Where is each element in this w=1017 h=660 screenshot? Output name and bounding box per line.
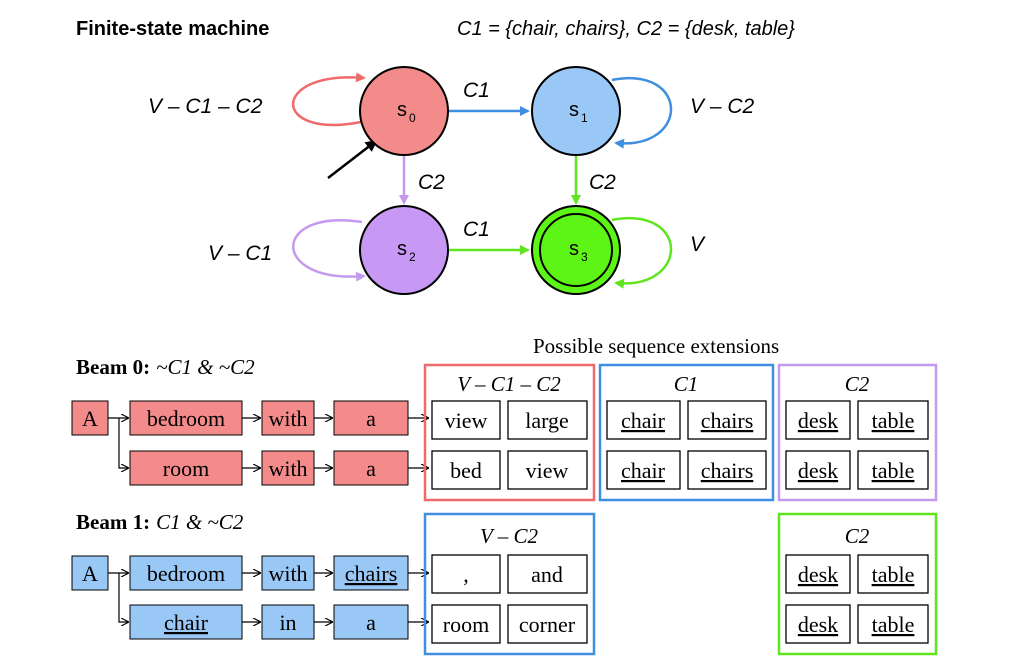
- state-s3-accepting: s 3: [531, 205, 621, 295]
- state-s2-sub: 2: [409, 250, 416, 264]
- candidate: table: [872, 458, 915, 483]
- edge-s0-loop: [292, 72, 366, 127]
- candidate: chairs: [701, 408, 754, 433]
- state-s1-sub: 1: [581, 111, 588, 125]
- beam1-label: Beam 1:C1 & ~C2: [76, 510, 244, 534]
- candidate: chairs: [701, 458, 754, 483]
- candidate: ,: [463, 562, 469, 587]
- state-s3-sub: 3: [581, 250, 588, 264]
- candidate: view: [526, 458, 569, 483]
- edge-s3-loop: [611, 217, 673, 289]
- candidate: table: [872, 408, 915, 433]
- token: a: [366, 406, 376, 431]
- candidate: desk: [798, 612, 838, 637]
- candidate: desk: [798, 458, 838, 483]
- beam0-group-c1: C1 chair chairs chair chairs: [598, 363, 775, 502]
- edge-s1-loop: [611, 77, 673, 149]
- beam0-label-constraint: ~C1 & ~C2: [156, 355, 255, 379]
- token: with: [268, 456, 307, 481]
- edge-s2-loop: [292, 219, 366, 282]
- beam0-group-c2: C2 desk table desk table: [777, 363, 938, 502]
- token: chair: [164, 610, 209, 635]
- candidate: room: [443, 612, 489, 637]
- beam0-group-other: V – C1 – C2 view large bed view: [423, 363, 596, 502]
- candidate: view: [445, 408, 488, 433]
- beam0-label: Beam 0:~C1 & ~C2: [76, 355, 255, 379]
- beam0-row2: room with a: [129, 450, 409, 486]
- token: a: [366, 456, 376, 481]
- candidate: desk: [798, 562, 838, 587]
- candidate: large: [525, 408, 569, 433]
- state-s2-label: s: [397, 238, 407, 260]
- token: with: [268, 406, 307, 431]
- edge-label-s0-s2: C2: [418, 171, 445, 194]
- edge-label-s0-loop: V – C1 – C2: [148, 95, 263, 118]
- group-title: C2: [845, 372, 870, 396]
- candidate: chair: [621, 458, 666, 483]
- start-arrow: [327, 139, 378, 179]
- token: in: [279, 610, 296, 635]
- beam1-row1: A bedroom with chairs: [71, 555, 409, 591]
- edge-label-s1-loop: V – C2: [690, 95, 755, 118]
- edge-label-s2-loop: V – C1: [208, 242, 272, 265]
- edge-label-s2-s3: C1: [463, 218, 490, 241]
- state-s2: s 2: [359, 205, 449, 295]
- candidate: table: [872, 612, 915, 637]
- candidate: table: [872, 562, 915, 587]
- fsm-title: Finite-state machine: [76, 18, 269, 40]
- group-title: V – C1 – C2: [457, 372, 561, 396]
- edge-label-s0-s1: C1: [463, 79, 490, 102]
- token: with: [268, 561, 307, 586]
- extensions-header: Possible sequence extensions: [533, 334, 779, 358]
- beam1-group-other: V – C2 , and room corner: [423, 512, 596, 656]
- edge-label-s1-s3: C2: [589, 171, 616, 194]
- token: chairs: [345, 561, 398, 586]
- beam1-label-constraint: C1 & ~C2: [156, 510, 244, 534]
- state-s0: s 0: [359, 66, 449, 156]
- token: bedroom: [147, 561, 225, 586]
- token: a: [366, 610, 376, 635]
- beam1-row2: chair in a: [129, 604, 409, 640]
- state-s0-label: s: [397, 99, 407, 121]
- beam1-connectors: [108, 573, 428, 622]
- class-definition: C1 = {chair, chairs}, C2 = {desk, table}: [457, 18, 795, 40]
- state-s0-sub: 0: [409, 111, 416, 125]
- token: bedroom: [147, 406, 225, 431]
- state-s1: s 1: [531, 66, 621, 156]
- edge-label-s3-loop: V: [690, 233, 706, 256]
- group-title: C1: [674, 372, 699, 396]
- beam0-connectors: [108, 418, 428, 468]
- candidate: bed: [450, 458, 482, 483]
- token: A: [82, 406, 98, 431]
- candidate: chair: [621, 408, 666, 433]
- state-s3-label: s: [569, 238, 579, 260]
- beam1-label-bold: Beam 1:: [76, 510, 150, 534]
- candidate: corner: [519, 612, 576, 637]
- candidate: desk: [798, 408, 838, 433]
- beam1-group-c2: C2 desk table desk table: [777, 512, 938, 656]
- candidate: and: [531, 562, 563, 587]
- beam0-label-bold: Beam 0:: [76, 355, 150, 379]
- state-s1-label: s: [569, 99, 579, 121]
- group-title: C2: [845, 524, 870, 548]
- token: room: [163, 456, 209, 481]
- group-title: V – C2: [480, 524, 538, 548]
- token: A: [82, 561, 98, 586]
